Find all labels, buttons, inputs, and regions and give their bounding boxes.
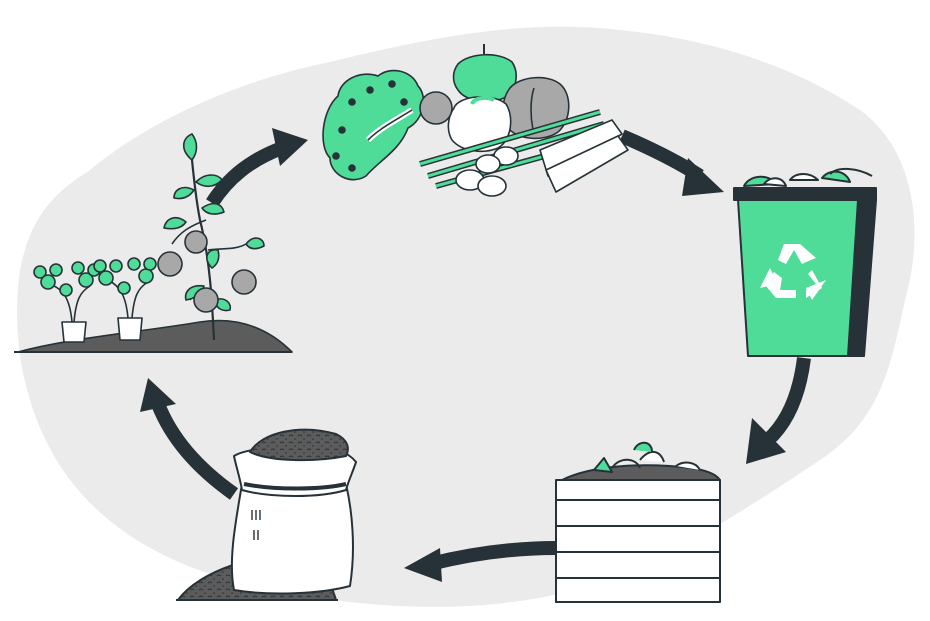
- gray-tomato: [420, 92, 452, 124]
- recycling-bin: [734, 169, 876, 356]
